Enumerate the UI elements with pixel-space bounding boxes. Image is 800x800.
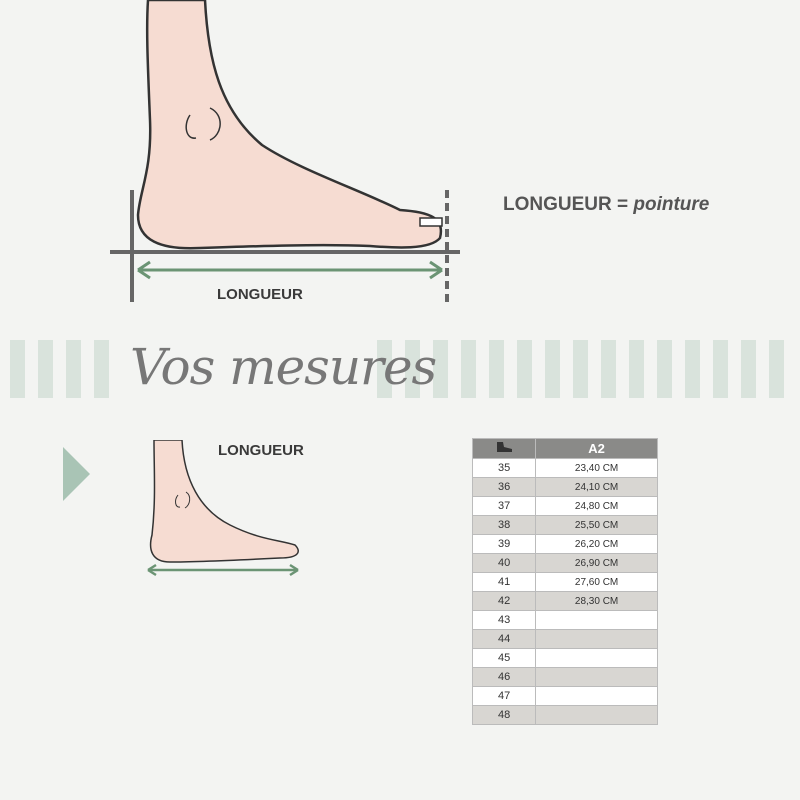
- size-cell: 47: [471, 686, 537, 706]
- size-cell: 44: [471, 629, 537, 649]
- length-arrow: [137, 260, 443, 280]
- size-cell: 45: [471, 648, 537, 668]
- table-row: 47: [471, 686, 658, 706]
- length-cell: 23,40 CM: [535, 458, 658, 478]
- length-cell: 26,90 CM: [535, 553, 658, 573]
- table-row: 46: [471, 667, 658, 687]
- size-cell: 35: [471, 458, 537, 478]
- table-row: 44: [471, 629, 658, 649]
- length-cell: [535, 648, 658, 668]
- size-cell: 42: [471, 591, 537, 611]
- size-cell: 38: [471, 515, 537, 535]
- length-cell: 24,80 CM: [535, 496, 658, 516]
- size-cell: 41: [471, 572, 537, 592]
- length-cell: [535, 686, 658, 706]
- table-row: 48: [471, 705, 658, 725]
- length-cell: 27,60 CM: [535, 572, 658, 592]
- small-foot-diagram: [147, 440, 299, 577]
- length-cell: [535, 610, 658, 630]
- table-row: 43: [471, 610, 658, 630]
- size-cell: 48: [471, 705, 537, 725]
- size-cell: 36: [471, 477, 537, 497]
- length-cell: 26,20 CM: [535, 534, 658, 554]
- small-length-label: LONGUEUR: [218, 442, 304, 459]
- length-cell: 24,10 CM: [535, 477, 658, 497]
- length-header: A2: [535, 438, 658, 459]
- length-label: LONGUEUR: [217, 286, 303, 303]
- length-cell: [535, 667, 658, 687]
- table-row: 45: [471, 648, 658, 668]
- length-cell: [535, 629, 658, 649]
- size-cell: 39: [471, 534, 537, 554]
- length-equation: LONGUEUR = pointure: [503, 194, 710, 215]
- size-cell: 43: [471, 610, 537, 630]
- length-cell: 25,50 CM: [535, 515, 658, 535]
- length-cell: 28,30 CM: [535, 591, 658, 611]
- length-cell: [535, 705, 658, 725]
- triangle-icon: [63, 447, 90, 501]
- size-cell: 46: [471, 667, 537, 687]
- size-cell: 40: [471, 553, 537, 573]
- banner-title: Vos mesures: [130, 338, 437, 396]
- size-cell: 37: [471, 496, 537, 516]
- foot-length-diagram: [110, 0, 460, 302]
- foot-illustration: [136, 0, 443, 250]
- shoe-icon: [497, 442, 513, 452]
- shoe-size-header: [471, 438, 537, 459]
